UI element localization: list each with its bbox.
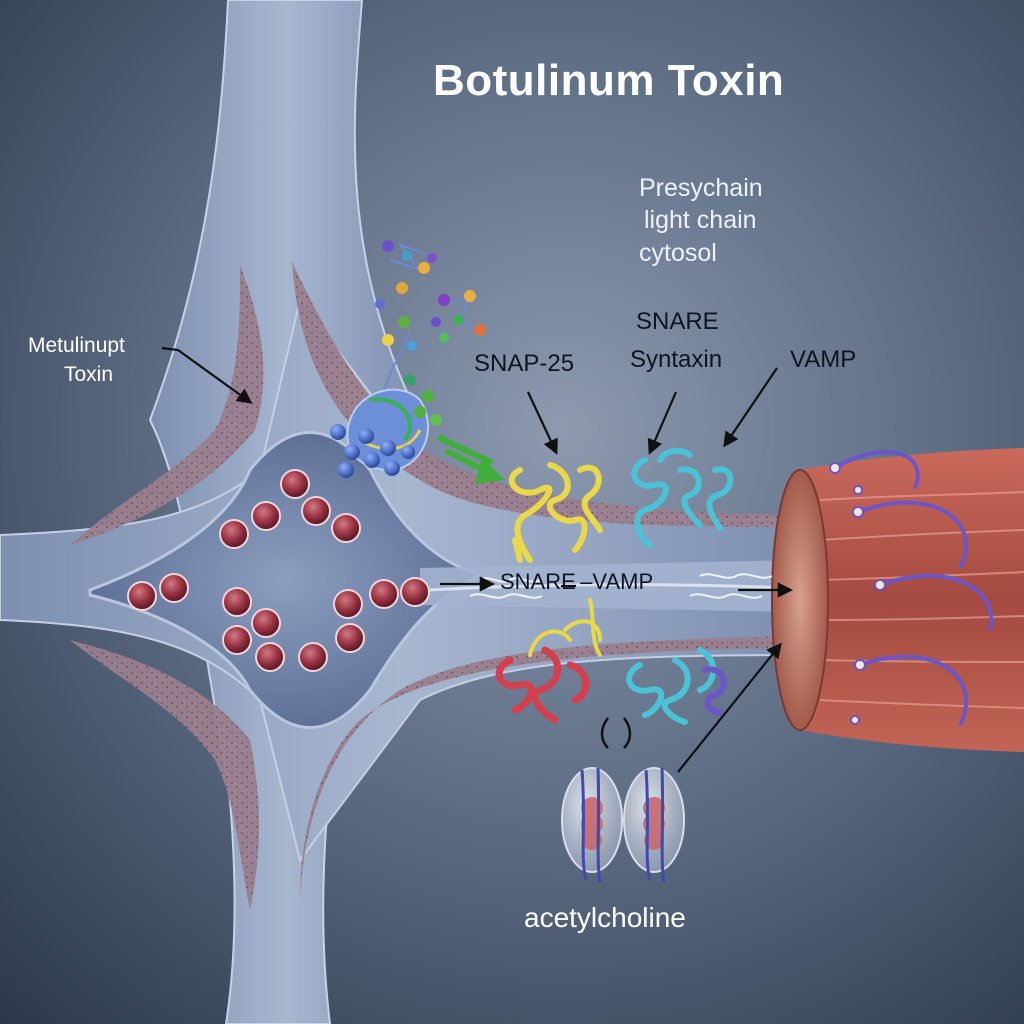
muscle-fiber bbox=[771, 448, 1024, 752]
acetylcholine-vesicles bbox=[561, 717, 685, 883]
cytoplasm-upper-left bbox=[70, 265, 264, 545]
snare-vamp-channel-label: SNARE –VAMP bbox=[500, 569, 654, 594]
presynaptic-label-line1: Presychain bbox=[639, 174, 763, 202]
acetylcholine-label: acetylcholine bbox=[524, 902, 686, 933]
cleaved-vamp-protein bbox=[495, 646, 590, 724]
label-arrows bbox=[161, 346, 794, 773]
green-arrow bbox=[437, 435, 505, 484]
arrow-acetylcholine bbox=[677, 642, 782, 773]
toxin-label-line1: Metulinupt bbox=[28, 334, 125, 357]
cytoplasm-upper-right bbox=[292, 262, 800, 528]
snap25-protein bbox=[508, 462, 603, 563]
arrow-vamp bbox=[723, 367, 778, 448]
presynaptic-label-line3: cytosol bbox=[639, 239, 717, 267]
syntaxin-protein bbox=[631, 447, 734, 548]
toxin-complex bbox=[330, 240, 486, 478]
syntaxin-label: Syntaxin bbox=[630, 346, 723, 373]
cleaved-snap25-fragment bbox=[528, 598, 602, 657]
toxin-label-line2: Toxin bbox=[64, 363, 114, 386]
presynaptic-label-line2: light chain bbox=[644, 206, 757, 234]
arrow-snap25 bbox=[527, 391, 558, 455]
purple-vamp-fragment bbox=[702, 666, 727, 716]
vamp-label: VAMP bbox=[790, 346, 857, 373]
synaptic-vesicles bbox=[127, 469, 430, 672]
arrow-toxin bbox=[161, 346, 253, 404]
diagram-title: Botulinum Toxin bbox=[433, 56, 785, 105]
snap25-label: SNAP-25 bbox=[474, 350, 575, 377]
snare-label: SNARE bbox=[636, 308, 719, 335]
arrow-syntaxin bbox=[647, 391, 678, 455]
cytoplasm-lower-left bbox=[70, 640, 259, 910]
axon-channel-highlight bbox=[429, 583, 791, 592]
